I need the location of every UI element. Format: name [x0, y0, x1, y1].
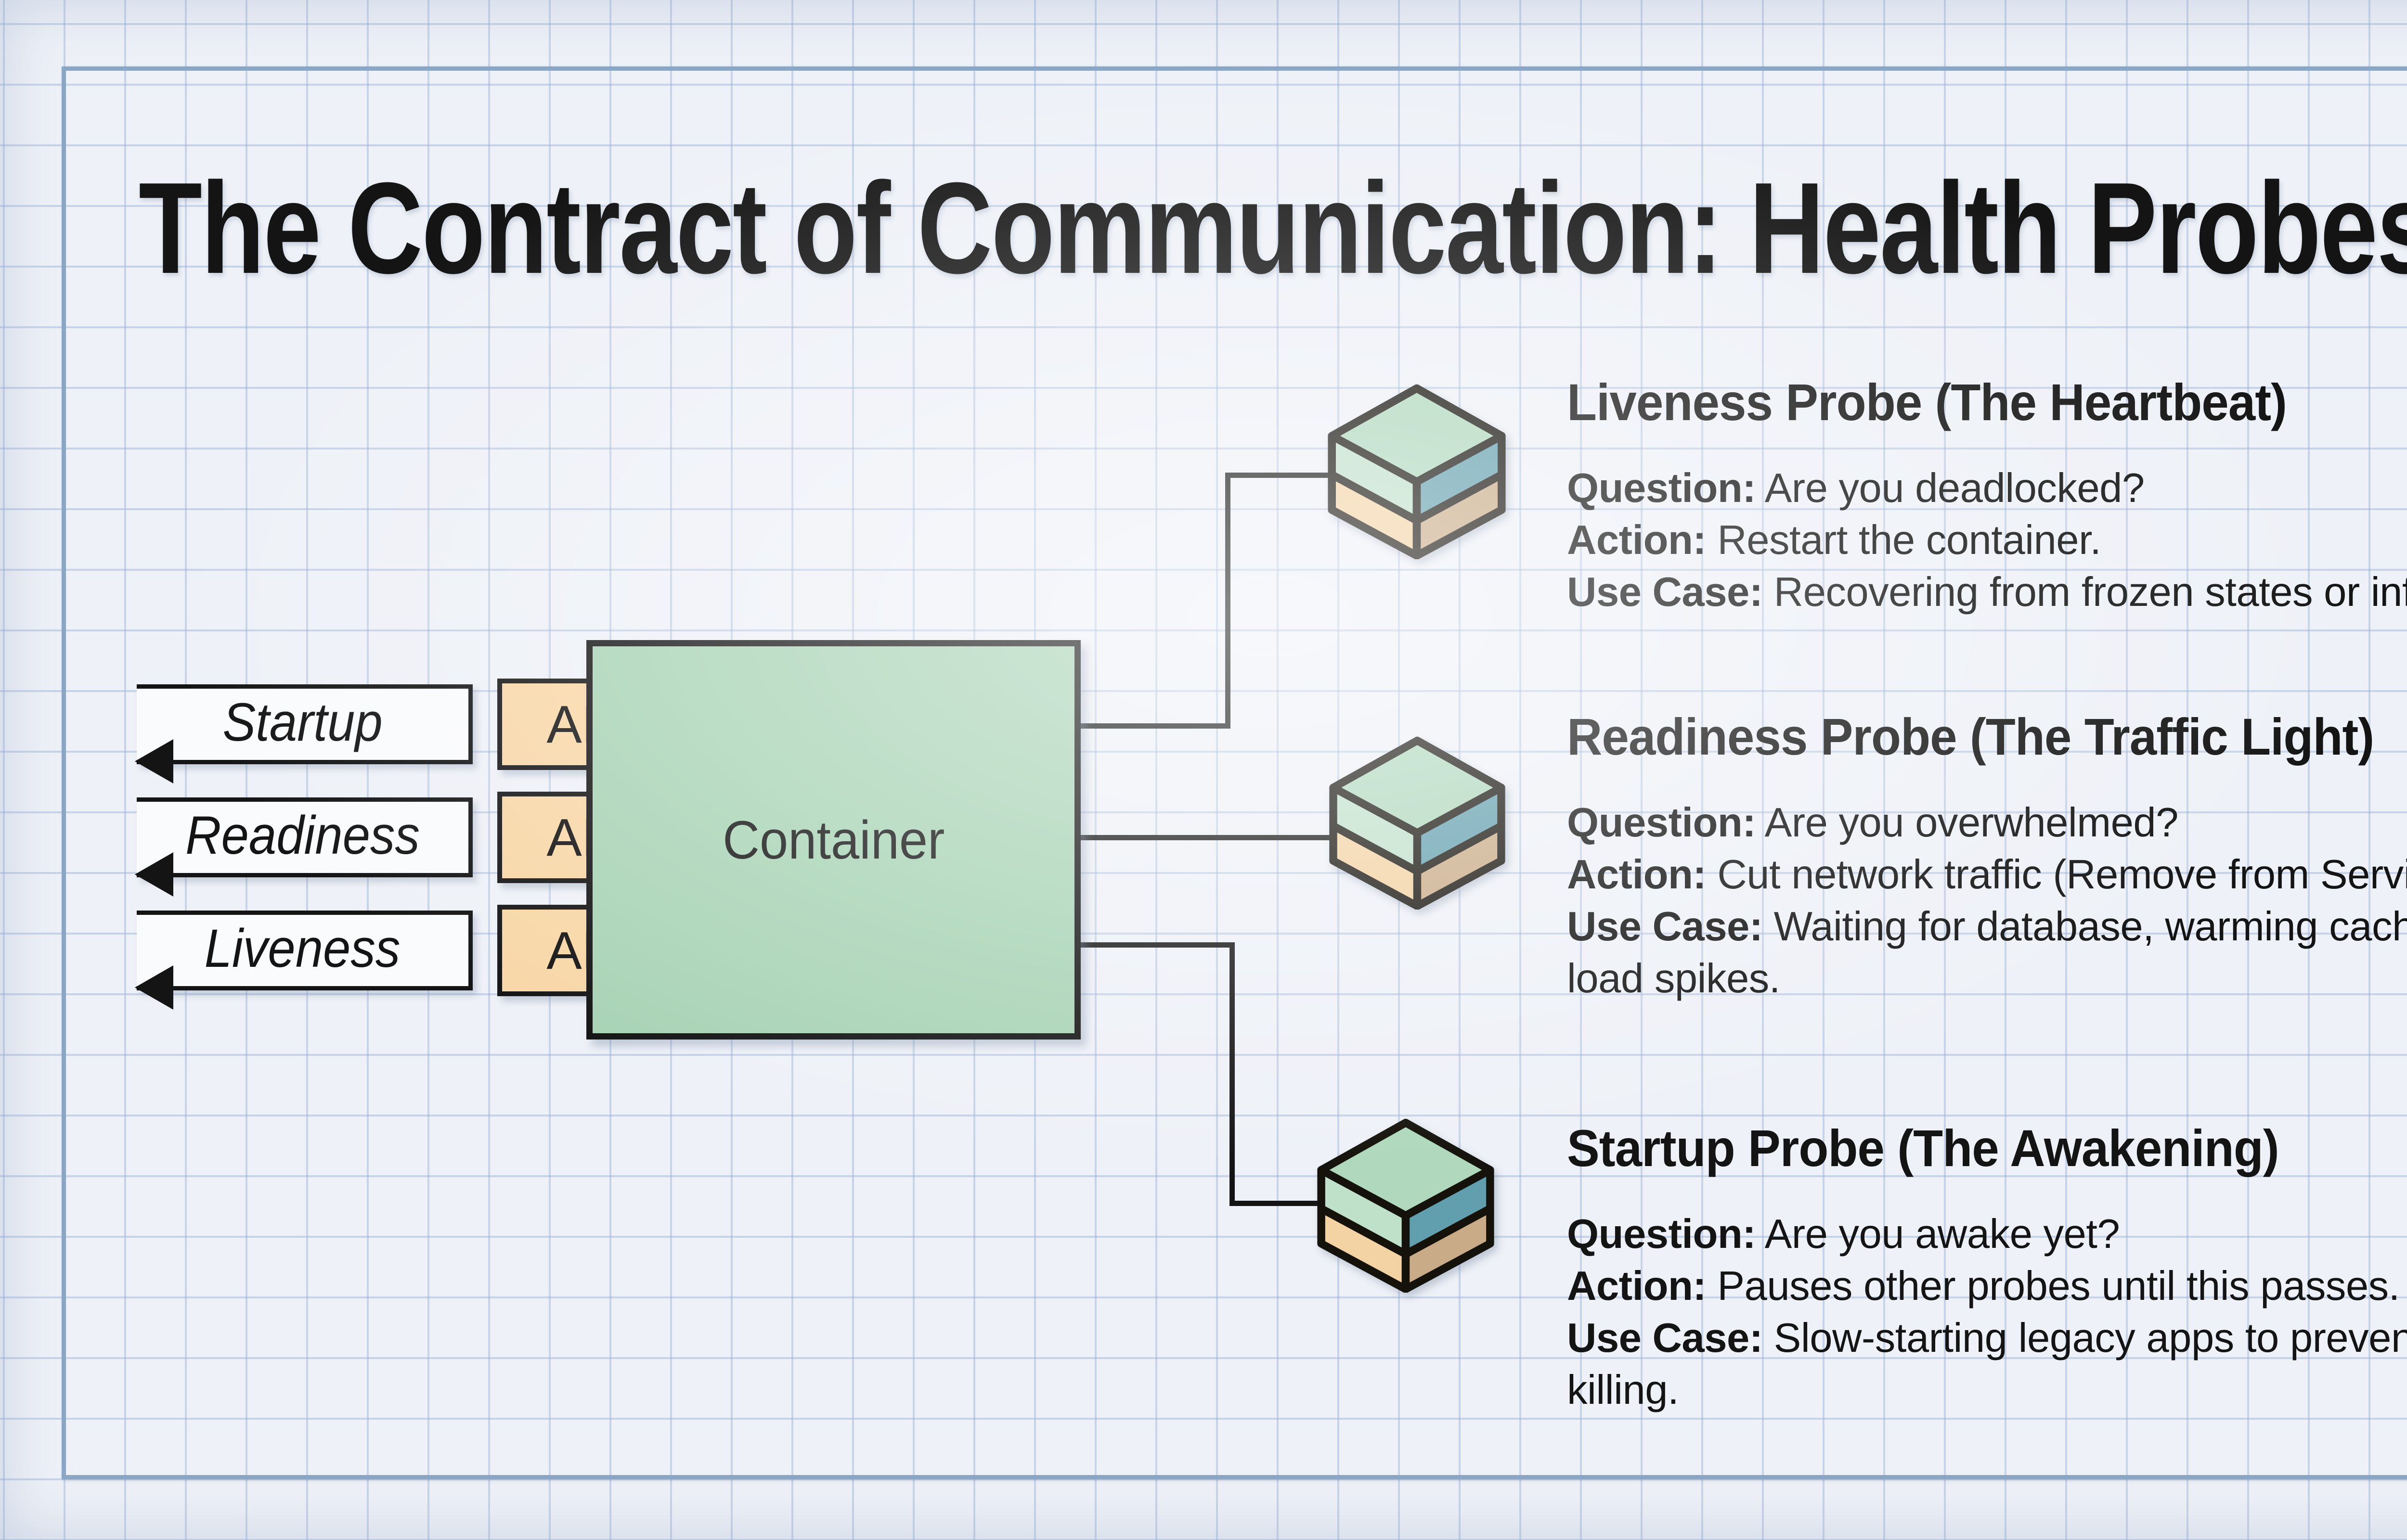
arrow-label: Liveness [205, 918, 401, 978]
probe-section-liveness: Liveness Probe (The Heartbeat) Question:… [1567, 372, 2407, 618]
layer-stack-icon [1329, 736, 1505, 910]
container-box: Container [586, 640, 1081, 1040]
connector-startup [1229, 942, 1235, 1206]
probe-question: Question: Are you deadlocked? [1567, 465, 2145, 512]
probe-use-case: Use Case: Slow-starting legacy apps to p… [1567, 1315, 2407, 1413]
probe-action: Action: Cut network traffic (Remove from… [1567, 852, 2407, 898]
arrow-label: Readiness [185, 805, 420, 865]
left-arrowhead-icon [135, 965, 173, 1010]
page-title: The Contract of Communication: Health Pr… [139, 156, 2407, 301]
probe-arrow-liveness: Liveness [135, 911, 473, 1010]
probe-title: Liveness Probe (The Heartbeat) [1567, 373, 2287, 431]
container-label: Container [722, 809, 945, 870]
probe-action: Action: Restart the container. [1567, 517, 2101, 564]
probe-title: Startup Probe (The Awakening) [1567, 1119, 2279, 1177]
probe-question: Question: Are you overwhelmed? [1567, 800, 2178, 846]
left-arrowhead-icon [135, 739, 173, 783]
layer-stack-icon [1317, 1118, 1494, 1293]
connector-startup [1229, 1201, 1319, 1206]
probe-use-case: Use Case: Waiting for database, warming … [1567, 904, 2407, 1002]
probe-arrow-readiness: Readiness [135, 797, 473, 897]
probe-use-case: Use Case: Recovering from frozen states … [1567, 569, 2407, 616]
connector-startup [1076, 942, 1235, 948]
connector-liveness [1225, 473, 1230, 729]
connector-liveness [1076, 723, 1230, 729]
probe-arrow-startup: Startup [135, 684, 473, 783]
layer-stack-icon [1328, 384, 1506, 559]
probe-question: Question: Are you awake yet? [1567, 1211, 2120, 1258]
probe-section-startup: Startup Probe (The Awakening) Question: … [1567, 1117, 2407, 1416]
probe-section-readiness: Readiness Probe (The Traffic Light) Ques… [1567, 706, 2407, 1005]
left-arrowhead-icon [135, 852, 173, 897]
probe-title: Readiness Probe (The Traffic Light) [1567, 707, 2374, 766]
connector-readiness [1076, 835, 1330, 840]
connector-liveness [1225, 473, 1329, 478]
arrow-label: Startup [222, 692, 383, 752]
probe-action: Action: Pauses other probes until this p… [1567, 1263, 2400, 1309]
